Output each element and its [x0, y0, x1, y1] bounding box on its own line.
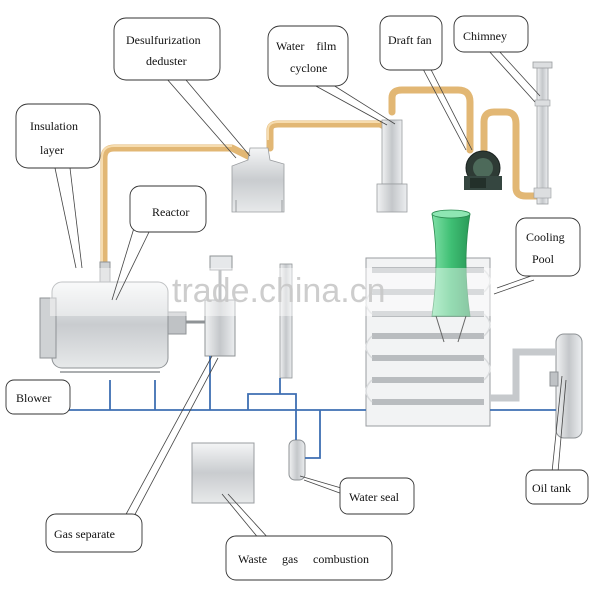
buffer-tank	[279, 263, 293, 379]
watermark: trade.china.cn	[50, 268, 600, 316]
oil-tank	[490, 333, 583, 439]
label-water-film-line2: cyclone	[290, 61, 327, 75]
waste-gas-combustion-chamber	[191, 442, 255, 504]
watermark-text: trade.china.cn	[172, 272, 386, 310]
insulated-gas-pipe-highlight	[101, 121, 380, 268]
label-insulation-line1: Insulation	[30, 119, 78, 133]
insulated-gas-pipe	[100, 86, 542, 272]
draft-fan	[464, 150, 502, 190]
callout-oil-tank: Oil tank	[525, 469, 589, 505]
chimney	[532, 61, 553, 205]
label-insulation-line2: layer	[40, 143, 64, 157]
label-draft-fan: Draft fan	[388, 33, 432, 47]
callout-gas-separate: Gas separate	[45, 513, 143, 553]
callout-water-film-cyclone: Water film cyclone	[267, 25, 349, 87]
label-waste-gas-combustion: Waste gas combustion	[238, 552, 369, 566]
label-desulfurization-line2: deduster	[146, 54, 187, 68]
label-gas-separate: Gas separate	[54, 527, 115, 541]
callout-desulfurization-deduster: Desulfurization deduster	[113, 17, 221, 81]
label-water-seal: Water seal	[349, 490, 400, 504]
label-water-film-line1: Water film	[276, 39, 337, 53]
callout-waste-gas-combustion: Waste gas combustion	[225, 535, 393, 581]
water-seal	[288, 439, 306, 481]
callout-chimney: Chimney	[453, 15, 529, 53]
label-chimney: Chimney	[463, 29, 507, 43]
label-blower: Blower	[16, 391, 51, 405]
label-oil-tank: Oil tank	[532, 481, 571, 495]
cooling-tower	[431, 209, 471, 343]
label-cooling-line1: Cooling	[526, 230, 565, 244]
callout-water-seal: Water seal	[339, 477, 415, 515]
callout-blower: Blower	[5, 379, 71, 415]
gas-separator	[186, 255, 236, 357]
reactor	[39, 261, 187, 373]
water-film-cyclone	[376, 119, 408, 213]
desulfurization-deduster	[231, 147, 285, 213]
callout-draft-fan: Draft fan	[379, 15, 443, 71]
label-cooling-line2: Pool	[532, 252, 555, 266]
label-reactor: Reactor	[152, 205, 189, 219]
callout-reactor: Reactor	[129, 185, 207, 233]
callout-insulation-layer: Insulation layer	[15, 103, 101, 169]
label-desulfurization-line1: Desulfurization	[126, 33, 201, 47]
leader-lines	[54, 49, 567, 541]
cooling-pool	[365, 257, 491, 427]
callout-cooling-pool: Cooling Pool	[515, 217, 581, 277]
